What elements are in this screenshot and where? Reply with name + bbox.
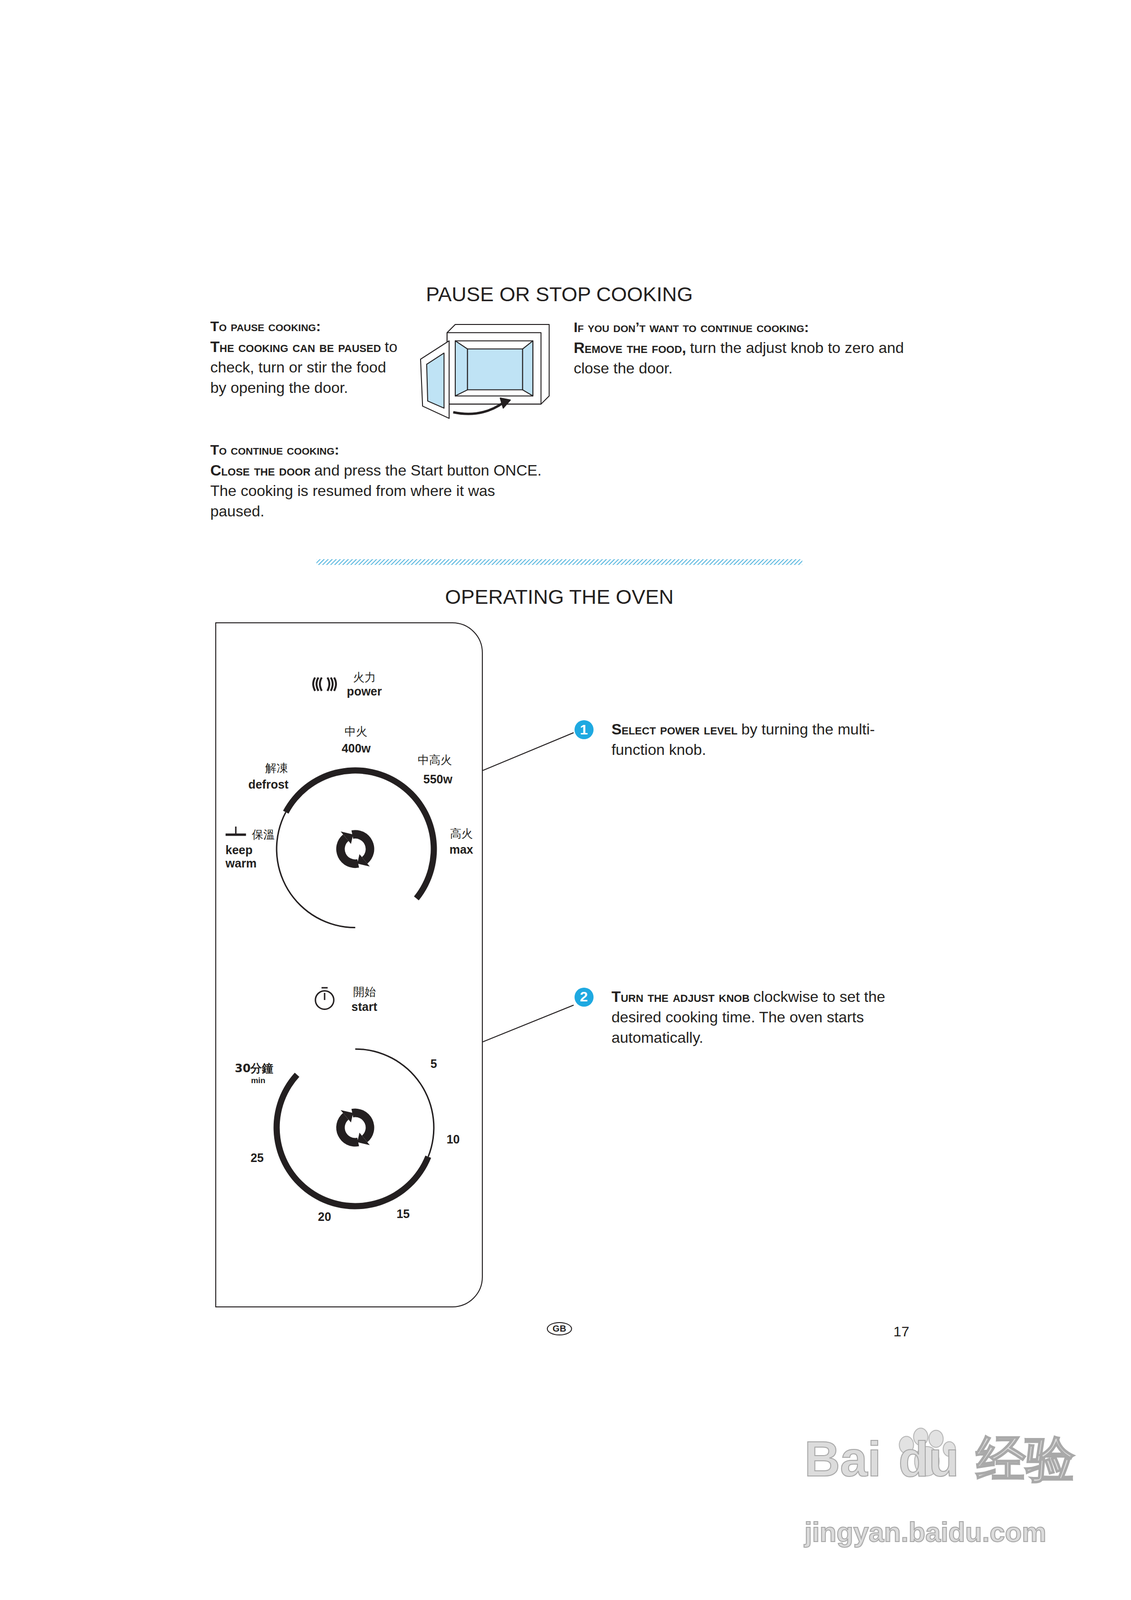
subheading: To continue cooking: <box>210 441 547 459</box>
lead-in: Turn the adjust knob <box>611 988 750 1006</box>
oven-part <box>467 349 523 391</box>
page-number: 17 <box>893 1323 910 1341</box>
separator-band <box>316 559 803 566</box>
dial-thin-arc <box>276 812 356 929</box>
lead-in: If you don’t want to continue cooking: <box>573 319 809 336</box>
watermark: Baidu 经验 <box>804 1431 1131 1489</box>
arrow-head <box>340 1110 354 1123</box>
text: 17 <box>893 1323 910 1340</box>
power-icon-stroke <box>313 677 316 691</box>
lead-in: To pause cooking: <box>210 318 321 335</box>
text: GB <box>552 1323 567 1334</box>
keep-warm-icon <box>235 826 237 834</box>
oven-part <box>522 340 533 396</box>
dial-label: 400w <box>341 742 371 757</box>
text: OPERATING THE OVEN <box>445 585 674 609</box>
oven-part <box>500 398 511 409</box>
callout-number: 1 <box>574 720 594 740</box>
dial-label: 10 <box>446 1133 461 1147</box>
arrow-head <box>357 1132 370 1146</box>
dial-label: 開始 <box>353 986 376 999</box>
oven-part <box>455 340 533 396</box>
lead-in: Select power level <box>611 720 738 739</box>
dial-label: 15 <box>396 1207 410 1222</box>
text: 2 <box>579 988 588 1006</box>
power-icon-stroke <box>316 677 319 691</box>
dial-label: 20 <box>317 1211 332 1225</box>
power-icon-stroke <box>327 677 330 691</box>
lead-in: The cooking can be paused <box>210 338 381 356</box>
timer-hand <box>321 987 328 1001</box>
watermark: jingyan.baidu.com <box>804 1516 1131 1549</box>
power-icon-stroke <box>319 677 322 691</box>
dial-label: 中高火 <box>417 754 452 767</box>
text: 经验 <box>976 1430 1075 1489</box>
subheading: If you don’t want to continue cooking: <box>573 319 911 336</box>
arrow-head <box>340 831 354 844</box>
dial-thick-arc <box>283 767 438 901</box>
oven-part <box>420 340 450 419</box>
control-panel: 火力power 中火 400w 中高火 550w 解凍 defrost 保溫keep warm… <box>215 622 483 1308</box>
dial-label: 5 <box>430 1057 438 1072</box>
oven-part <box>426 353 445 409</box>
section-title: OPERATING THE OVEN <box>445 585 674 609</box>
section-title: PAUSE OR STOP COOKING <box>425 282 693 306</box>
text: Bai <box>804 1431 882 1487</box>
dial-label: power <box>346 685 383 699</box>
dial-label: 解凍 <box>265 762 288 775</box>
arrow-head <box>357 854 370 867</box>
dial-label: defrost <box>248 778 289 792</box>
dial-label: 中火 <box>344 725 368 739</box>
dial-label: 25 <box>250 1151 264 1166</box>
leader-line <box>482 1005 574 1043</box>
keep-warm-icon <box>225 833 247 837</box>
callout-text: Select power levelby turning the multi-f… <box>611 719 918 761</box>
text: du <box>898 1431 959 1487</box>
knob-arrows-icon <box>336 830 375 869</box>
dial-label: keep warm <box>225 843 257 871</box>
microwave-illustration <box>420 324 550 419</box>
oven-part <box>447 332 542 404</box>
lead-in: Close the door <box>210 461 311 480</box>
callout-number: 2 <box>574 987 594 1007</box>
panel-icons <box>225 677 336 1010</box>
language-badge: GB <box>546 1322 573 1336</box>
dial-label: 保溫 <box>251 828 275 842</box>
text: 1 <box>579 721 588 739</box>
callout-text: Turn the adjust knobclockwise to set the… <box>611 987 918 1049</box>
dial-label: 30分鐘 <box>234 1062 274 1075</box>
power-icon-stroke <box>330 677 333 691</box>
dial-thick-arc <box>273 1073 432 1210</box>
dial-label: start <box>351 1000 378 1015</box>
dial-label: 550w <box>423 773 453 787</box>
dial-label: 高火 <box>450 827 473 841</box>
dial-label: max <box>449 843 474 857</box>
power-icon-stroke <box>334 677 336 691</box>
dial-label: min <box>250 1076 266 1086</box>
motion-arrow <box>453 402 505 414</box>
knob-arrows-icon <box>336 1109 375 1148</box>
body-text: Remove the food,turn the adjust knob to … <box>573 337 911 379</box>
body-text: Close the doorand press the Start button… <box>210 460 542 522</box>
lead-in: To continue cooking: <box>210 441 339 458</box>
leader-line <box>482 732 574 771</box>
body-text: The cooking can be pausedto check, turn … <box>210 336 403 399</box>
oven-part <box>447 324 550 405</box>
lead-in: Remove the food, <box>573 339 687 357</box>
dial-label: 火力 <box>353 671 376 684</box>
oven-part <box>455 340 468 396</box>
subheading: To pause cooking: <box>210 318 415 336</box>
text: jingyan.baidu.com <box>804 1516 1047 1548</box>
